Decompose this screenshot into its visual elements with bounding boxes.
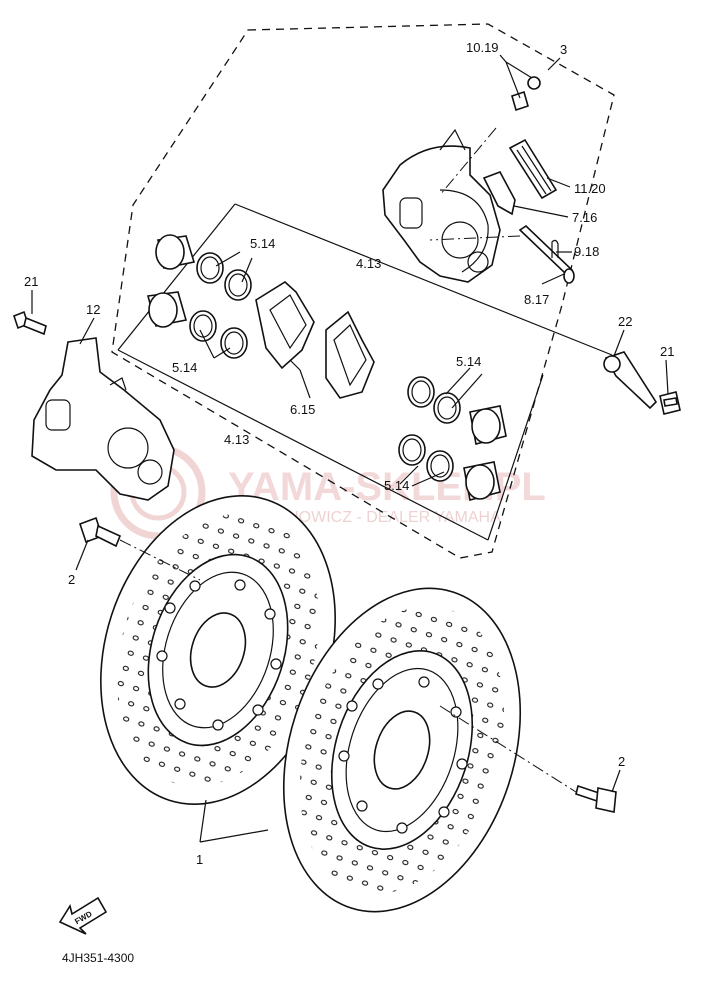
fwd-arrow-icon: FWD [58, 896, 108, 935]
pin-clip [551, 239, 559, 258]
label-6-15: 6.15 [290, 402, 315, 417]
bracket-22 [603, 351, 658, 410]
brake-disc-right [282, 587, 522, 913]
label-8-17: 8.17 [524, 292, 549, 307]
label-9-18: 9.18 [574, 244, 599, 259]
piston-set-lower [398, 376, 507, 501]
label-4-13-upper: 4.13 [356, 256, 381, 271]
label-21-right: 21 [660, 344, 674, 359]
label-1: 1 [196, 852, 203, 867]
bolt-2-right [575, 784, 617, 813]
label-22: 22 [618, 314, 632, 329]
leader-lines [31, 57, 669, 843]
bleed-screw [499, 54, 541, 112]
diagram-code: 4JH351-4300 [62, 951, 134, 965]
bolt-2-left [78, 516, 122, 548]
assembly-outline [111, 23, 615, 559]
bracket-4-13-lower [117, 349, 544, 541]
brake-disc-left [100, 494, 336, 806]
label-4-13-lower: 4.13 [224, 432, 249, 447]
caliper-left [31, 337, 175, 501]
bolt-21-right [659, 391, 681, 415]
label-2-right: 2 [618, 754, 625, 769]
caliper-upper [382, 128, 501, 283]
pad-spring [508, 138, 558, 200]
label-21-left: 21 [24, 274, 38, 289]
label-11-20: 11.20 [574, 181, 606, 196]
centerline-lower [119, 539, 577, 793]
piston-set-upper [146, 234, 252, 359]
label-5-14-d: 5.14 [384, 478, 409, 493]
label-3: 3 [560, 42, 567, 57]
label-5-14-b: 5.14 [172, 360, 197, 375]
label-12: 12 [86, 302, 100, 317]
label-5-14-a: 5.14 [250, 236, 275, 251]
label-10-19: 10.19 [466, 40, 499, 55]
brake-pads [255, 281, 375, 399]
label-7-16: 7.16 [572, 210, 597, 225]
bracket-4-13-upper [117, 203, 613, 356]
label-2-left: 2 [68, 572, 75, 587]
centerline-upper [429, 127, 521, 241]
pad-pin [518, 224, 575, 284]
bolt-21-left [13, 310, 47, 336]
pad-clip [482, 171, 516, 216]
label-5-14-c: 5.14 [456, 354, 481, 369]
